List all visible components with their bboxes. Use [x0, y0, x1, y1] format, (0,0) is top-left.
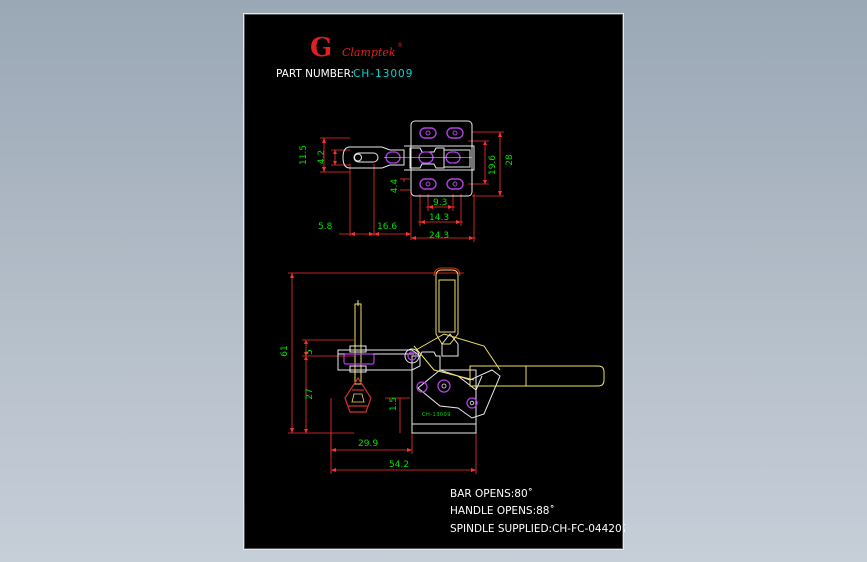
logo-letter: G	[310, 33, 332, 63]
part-number-value: CH-13009	[353, 68, 413, 80]
dim-1-5: 1.5	[389, 397, 399, 411]
logo-registered-mark: ®	[397, 42, 403, 49]
dim-61: 61	[280, 345, 290, 356]
dim-14-3: 14.3	[429, 213, 449, 223]
body-part-number: CH-13009	[422, 412, 451, 418]
dim-4-2: 4.2	[317, 150, 327, 164]
dim-5-8: 5.8	[318, 222, 333, 232]
dim-24-3: 24.3	[429, 231, 449, 241]
dim-16-6: 16.6	[377, 222, 397, 232]
logo: G Clamptek ®	[310, 33, 403, 63]
spec-notes: BAR OPENS:80˚ HANDLE OPENS:88˚ SPINDLE S…	[450, 488, 625, 535]
dim-11-5: 11.5	[299, 145, 309, 165]
part-number-label: PART NUMBER:	[276, 68, 354, 80]
dim-5: 5	[305, 349, 315, 355]
note-spindle: SPINDLE SUPPLIED:CH-FC-044207	[450, 523, 625, 535]
note-bar-opens: BAR OPENS:80˚	[450, 488, 533, 500]
dim-29-9: 29.9	[358, 439, 378, 449]
dim-27: 27	[305, 388, 315, 399]
drawing-sheet: G Clamptek ® PART NUMBER: CH-13009	[243, 13, 625, 550]
dim-9-3: 9.3	[433, 198, 447, 208]
side-view: CH-13009	[280, 267, 605, 474]
note-handle-opens: HANDLE OPENS:88˚	[450, 505, 555, 517]
dim-28: 28	[505, 154, 515, 166]
dim-19-6: 19.6	[488, 155, 498, 175]
dim-54-2: 54.2	[389, 460, 409, 470]
dim-4-4: 4.4	[390, 179, 400, 194]
drawing-canvas: G Clamptek ® PART NUMBER: CH-13009	[276, 33, 625, 535]
logo-name: Clamptek	[342, 46, 396, 59]
top-view: 11.5 4.2 5.8 16.6 4.4 9.3 14.3 24.3 19.6…	[299, 120, 515, 242]
